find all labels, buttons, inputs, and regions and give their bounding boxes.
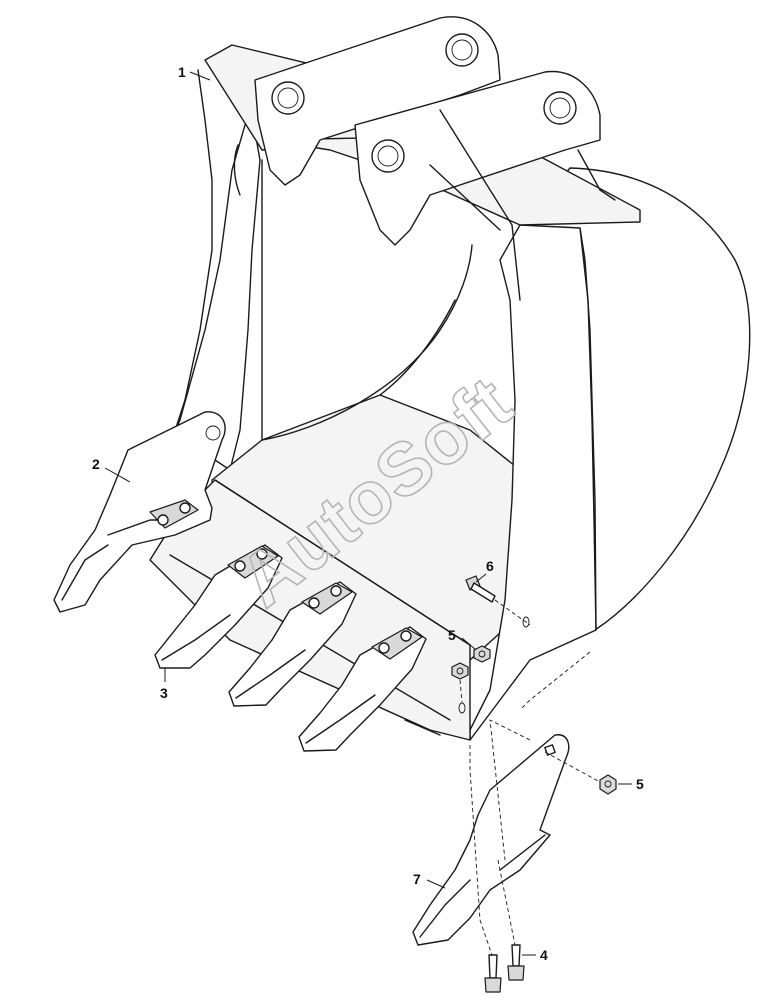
nut-5-left <box>451 662 469 703</box>
side-cutter-left <box>53 411 226 613</box>
side-cutter-right <box>412 734 570 946</box>
nut-5-upper <box>473 645 491 663</box>
callout-1: 1 <box>178 64 211 81</box>
tooth-1 <box>154 544 283 669</box>
callout-5-upper-label: 5 <box>448 627 456 643</box>
callout-3-label: 3 <box>160 685 168 701</box>
tooth-3 <box>298 626 427 752</box>
callouts: 1 2 3 4 5 5 6 7 <box>92 64 644 963</box>
callout-4: 4 <box>522 947 548 963</box>
fasteners <box>451 575 617 993</box>
bolt-4-left <box>479 919 502 993</box>
callout-7-label: 7 <box>413 871 421 887</box>
callout-5-right: 5 <box>618 776 644 792</box>
callout-7: 7 <box>413 871 446 889</box>
bucket-teeth <box>154 544 427 752</box>
callout-3: 3 <box>160 668 168 701</box>
tooth-2 <box>228 581 357 707</box>
callout-6-label: 6 <box>486 558 494 574</box>
callout-2-label: 2 <box>92 456 100 472</box>
nut-5-right <box>544 751 617 795</box>
callout-1-label: 1 <box>178 64 186 80</box>
callout-5-right-label: 5 <box>636 776 644 792</box>
callout-4-label: 4 <box>540 947 548 963</box>
callout-2: 2 <box>92 456 131 483</box>
bolt-6 <box>465 575 531 626</box>
callout-5-upper: 5 <box>448 627 477 651</box>
bolt-4-right <box>497 859 525 981</box>
callout-6: 6 <box>475 558 494 583</box>
